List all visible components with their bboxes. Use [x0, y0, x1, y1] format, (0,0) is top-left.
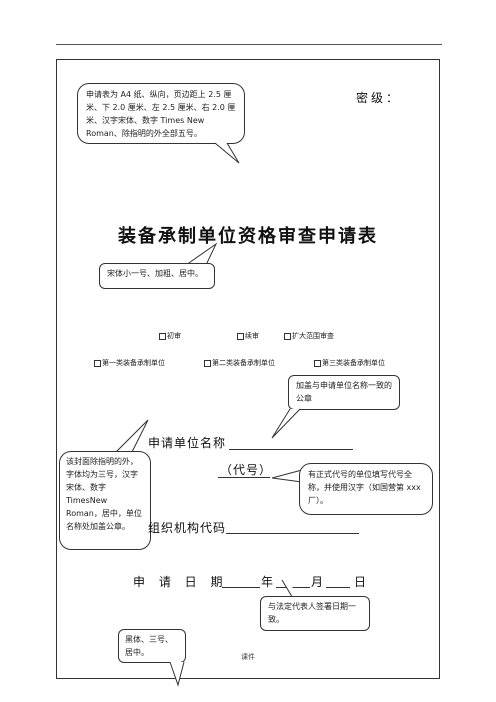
checkbox[interactable]: [237, 332, 244, 340]
date-font-callout-tail: [169, 661, 185, 687]
page-title: 装备承制单位资格审查申请表: [118, 226, 378, 247]
category-3-option[interactable]: 第三类装备承制单位: [314, 358, 385, 368]
review-extended-option[interactable]: 扩大范围审查: [284, 331, 334, 341]
month-line: [276, 587, 310, 588]
checkbox[interactable]: [159, 332, 166, 340]
code-note-callout: 有正式代号的单位填写代号全称，并使用汉字（如国营第 xxx 厂）。: [299, 463, 433, 515]
checkbox[interactable]: [94, 359, 101, 367]
code-name-label: （代号）: [220, 463, 273, 477]
seal-note: 加盖与申请单位名称一致的公章: [296, 381, 392, 403]
applicant-name-label: 申请单位名称: [148, 436, 227, 450]
page-format-callout: 申请表为 A4 纸、纵向，页边距上 2.5 厘米、下 2.0 厘米、左 2.5 …: [77, 83, 245, 144]
option-label: 续审: [245, 332, 259, 340]
option-label: 扩大范围审查: [292, 332, 334, 340]
year-line: [222, 587, 260, 588]
checkbox[interactable]: [204, 359, 211, 367]
title-format-callout-tail: [185, 242, 218, 266]
applicant-name-line: [229, 449, 353, 450]
date-note: 与法定代表人签署日期一致。: [268, 602, 356, 624]
cover-format-note: 该封面除指明的外，字体均为三号，汉字宋体、数字TimesNew Roman，居中…: [66, 457, 142, 531]
date-font-note: 黑体、三号、居中。: [125, 635, 173, 657]
org-code-line: [226, 533, 359, 534]
category-2-option[interactable]: 第二类装备承制单位: [204, 358, 314, 368]
month-label: 月: [311, 575, 325, 589]
page-format-note: 申请表为 A4 纸、纵向，页边距上 2.5 厘米、下 2.0 厘米、左 2.5 …: [86, 90, 236, 138]
header-rule: [56, 44, 442, 45]
seal-callout-tail: [271, 408, 301, 439]
cover-format-callout-tail: [115, 419, 149, 453]
category-1-option[interactable]: 第一类装备承制单位: [94, 358, 204, 368]
cover-page-frame: [56, 59, 440, 679]
day-line: [326, 587, 350, 588]
option-label: 第一类装备承制单位: [102, 359, 165, 367]
checkbox[interactable]: [314, 359, 321, 367]
year-label: 年: [261, 575, 275, 589]
date-font-callout: 黑体、三号、居中。: [118, 629, 186, 663]
day-label: 日: [354, 575, 368, 589]
org-code-label: 组织机构代码: [148, 521, 227, 535]
cover-format-callout: 该封面除指明的外，字体均为三号，汉字宋体、数字TimesNew Roman，居中…: [59, 451, 151, 550]
page-footer: 课件: [241, 653, 255, 661]
checkbox[interactable]: [284, 332, 291, 340]
review-initial-option[interactable]: 初审: [159, 331, 237, 341]
seal-callout: 加盖与申请单位名称一致的公章: [288, 375, 400, 410]
option-label: 初审: [167, 332, 181, 340]
secret-level-label: 密级：: [356, 91, 402, 105]
unit-category-row: 第一类装备承制单位 第二类装备承制单位 第三类装备承制单位: [94, 358, 385, 368]
review-type-row: 初审 续审 扩大范围审查: [159, 331, 334, 341]
page-format-callout-tail: [214, 142, 240, 164]
date-note-callout: 与法定代表人签署日期一致。: [260, 596, 370, 631]
title-format-note: 宋体小一号、加粗、居中。: [107, 269, 203, 278]
code-name-line: [218, 477, 270, 478]
option-label: 第二类装备承制单位: [212, 359, 275, 367]
code-note-callout-tail: [271, 469, 303, 483]
title-format-callout: 宋体小一号、加粗、居中。: [99, 263, 215, 289]
option-label: 第三类装备承制单位: [322, 359, 385, 367]
code-note: 有正式代号的单位填写代号全称，并使用汉字（如国营第 xxx 厂）。: [308, 470, 421, 505]
date-label: 申 请 日 期: [133, 575, 228, 589]
review-renewal-option[interactable]: 续审: [237, 331, 284, 341]
